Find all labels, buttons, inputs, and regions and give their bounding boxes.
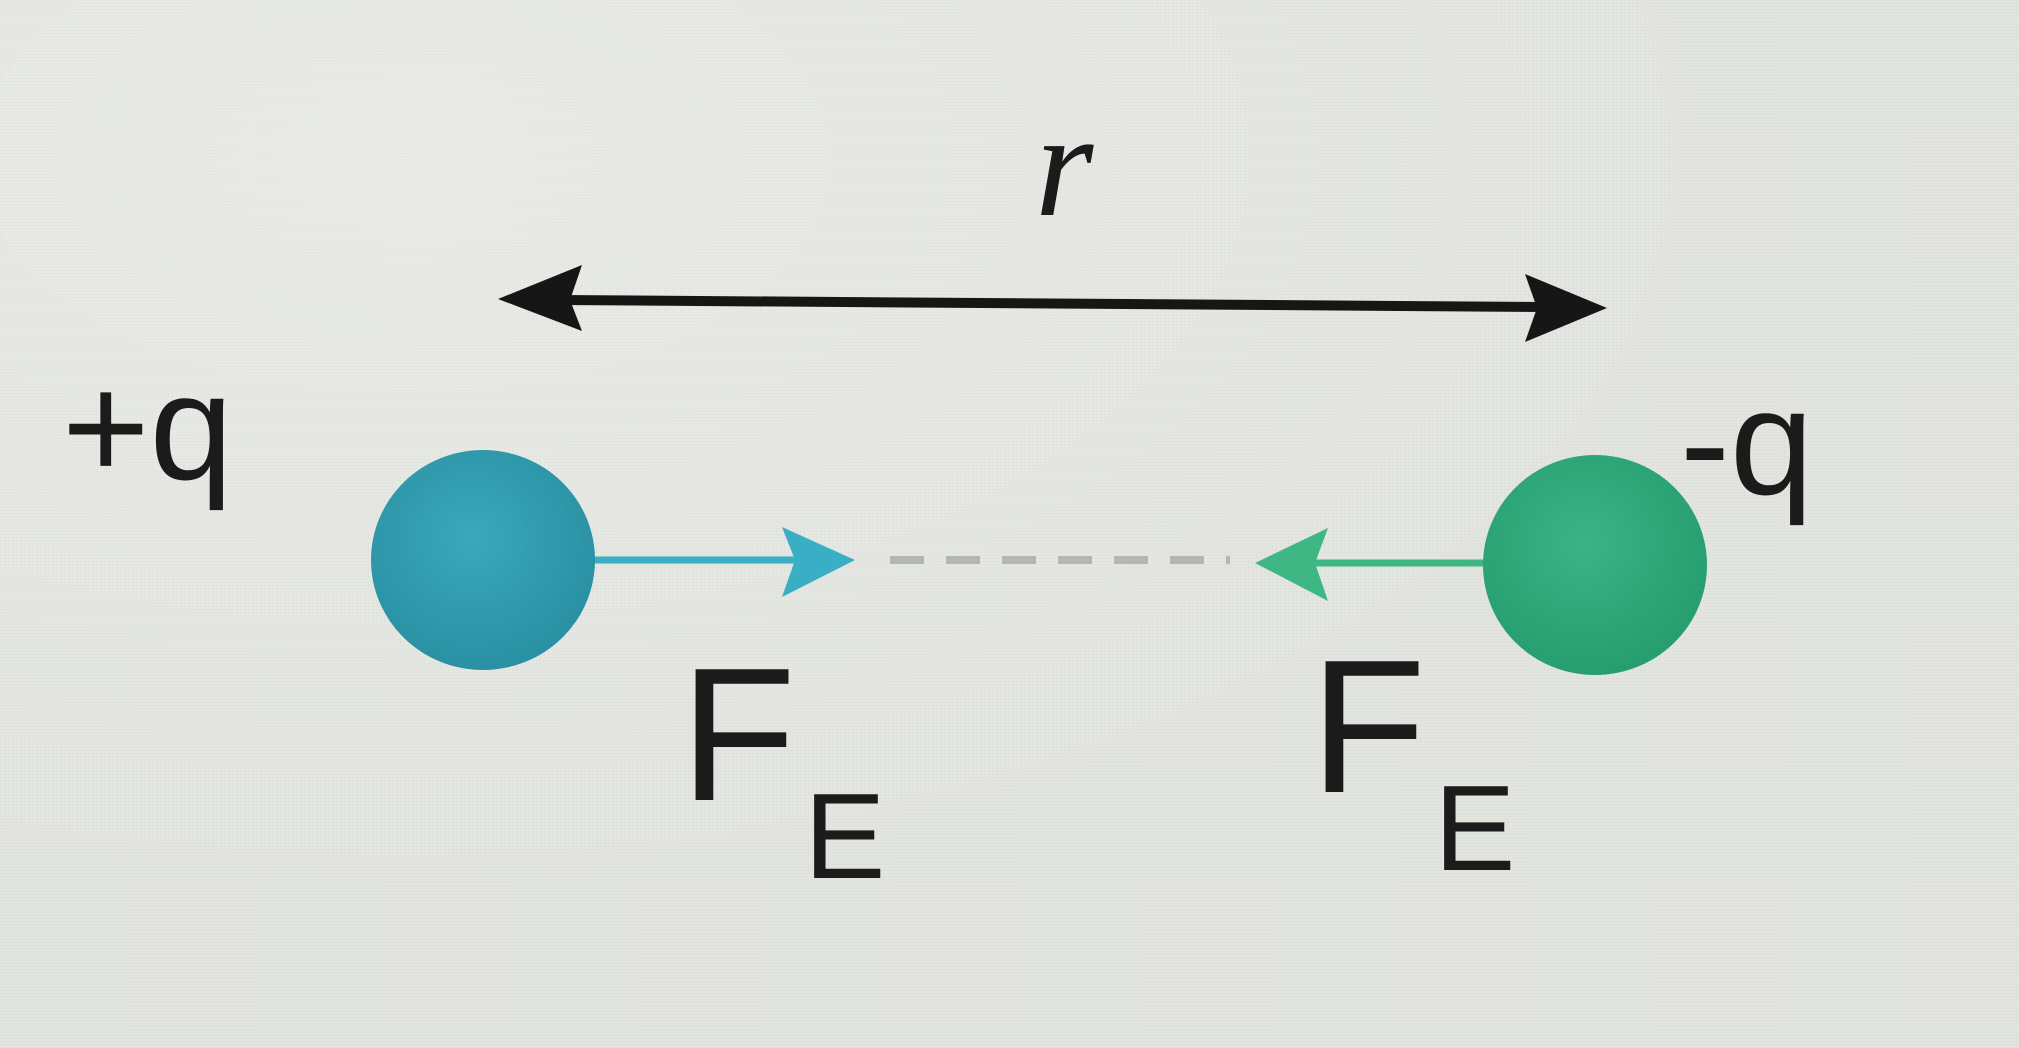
negative-charge-label: -q: [1680, 358, 1814, 526]
negative-charge-sphere: [1483, 455, 1707, 675]
distance-arrowhead-right: [1525, 274, 1607, 342]
force-subscript: E: [804, 768, 886, 904]
force-subscript: E: [1434, 760, 1516, 896]
force-arrow-left: [585, 527, 855, 597]
positive-charge-label: +q: [62, 343, 234, 511]
force-symbol: F: [680, 629, 797, 841]
distance-arrowhead-left: [498, 265, 582, 331]
force-arrowhead-right: [1255, 528, 1328, 601]
distance-arrow-shaft: [555, 295, 1550, 312]
force-label-right: FE: [1310, 632, 1515, 889]
force-symbol: F: [1310, 621, 1427, 833]
distance-label: r: [1035, 82, 1094, 248]
force-arrow-right: [1255, 528, 1500, 601]
force-label-left: FE: [680, 640, 885, 897]
distance-arrow: [498, 265, 1607, 342]
force-arrowhead-left: [782, 527, 855, 597]
positive-charge-sphere: [371, 450, 595, 670]
